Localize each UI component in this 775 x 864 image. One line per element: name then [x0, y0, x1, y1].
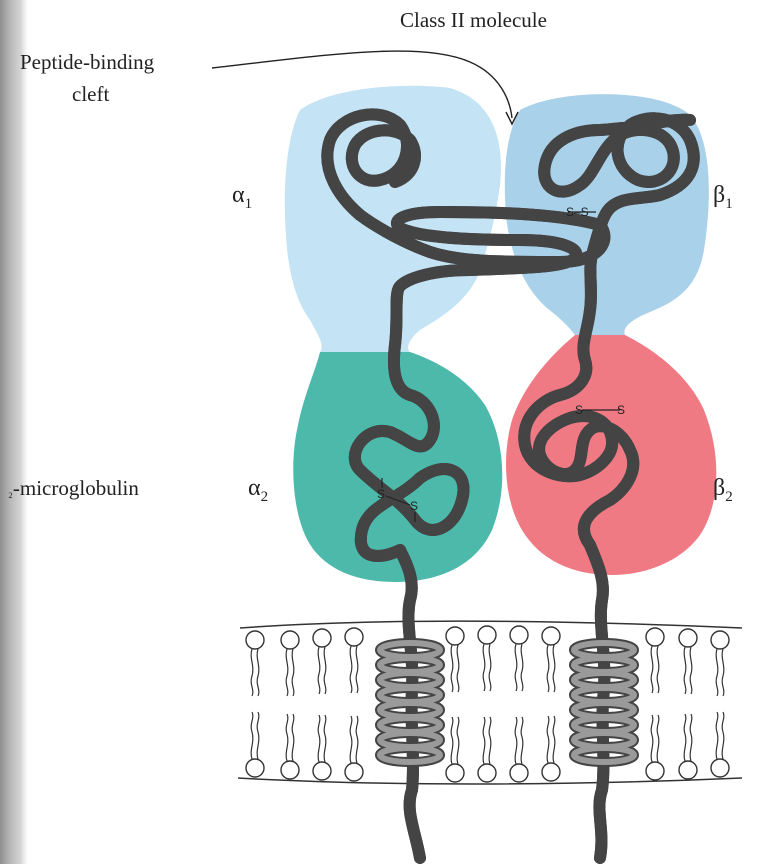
- alpha2-label: α2: [248, 475, 268, 506]
- beta-transmembrane-helix: [574, 643, 634, 762]
- alpha2-subscript: 2: [261, 489, 269, 505]
- alpha-transmembrane-helix: [380, 643, 440, 762]
- lipid-heads-top: [246, 626, 729, 696]
- microglobulin-label-text: -microglobulin: [13, 476, 139, 500]
- disulfide-label-alpha2-right: S: [410, 499, 418, 513]
- disulfide-label-beta2-right: S: [617, 403, 625, 417]
- beta1-label: β1: [713, 182, 733, 213]
- beta2-symbol: β: [713, 475, 725, 501]
- disulfide-label-beta1: S–S: [566, 205, 589, 219]
- beta2-subscript: 2: [725, 489, 733, 505]
- beta2-label: β2: [713, 475, 733, 506]
- disulfide-label-alpha2-left: S: [377, 487, 385, 501]
- peptide-binding-cleft-label: Peptide-binding: [20, 50, 154, 75]
- alpha2-symbol: α: [248, 475, 261, 501]
- diagram-title: Class II molecule: [400, 8, 547, 33]
- disulfide-label-beta2-left: S: [575, 403, 583, 417]
- beta1-symbol: β: [713, 182, 725, 208]
- alpha1-symbol: α: [232, 182, 245, 208]
- peptide-binding-cleft-label-line2: cleft: [72, 82, 109, 107]
- lipid-heads-bottom: [246, 712, 729, 782]
- alpha1-label: α1: [232, 182, 252, 213]
- alpha1-subscript: 1: [245, 196, 253, 212]
- beta1-subscript: 1: [725, 196, 733, 212]
- cell-membrane: [238, 621, 742, 784]
- microglobulin-label: ₂-microglobulin: [8, 476, 139, 501]
